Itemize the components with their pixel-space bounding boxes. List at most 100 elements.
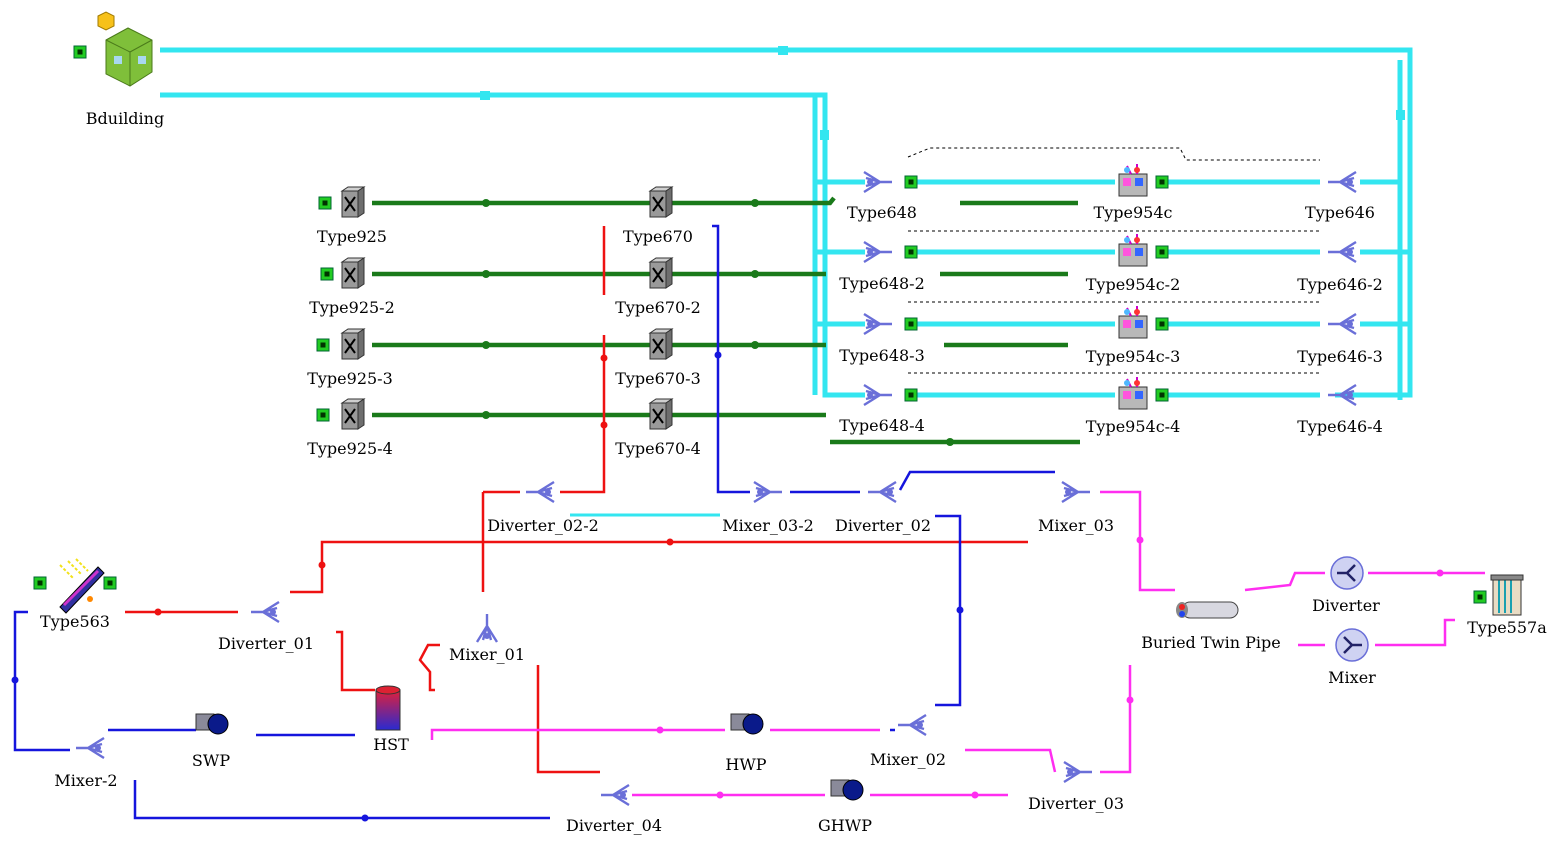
labels: Bduilding Type925 Type925-2 Type925-3 Ty… — [40, 109, 1547, 835]
mixer-round-icon[interactable] — [1335, 628, 1369, 662]
label-mixer-2: Mixer-2 — [54, 771, 117, 790]
label-diverter-01: Diverter_01 — [218, 634, 314, 653]
label-type648-3: Type648-3 — [839, 346, 925, 365]
type670-icon[interactable] — [649, 186, 673, 218]
label-diverter-04: Diverter_04 — [566, 816, 662, 835]
diverter-round-icon[interactable] — [1330, 556, 1364, 590]
label-type646-2: Type646-2 — [1297, 275, 1383, 294]
label-mixer-03-2: Mixer_03-2 — [722, 516, 814, 535]
label-bduilding: Bduilding — [86, 109, 164, 128]
type648-2-icon[interactable] — [862, 240, 894, 264]
building-port-icon — [73, 45, 87, 59]
label-diverter: Diverter — [1312, 596, 1380, 615]
type646-3-icon[interactable] — [1326, 312, 1358, 336]
mixer-02-icon[interactable] — [896, 713, 928, 737]
type954c-4-icon[interactable] — [1118, 376, 1148, 410]
type954c-icon[interactable] — [1118, 163, 1148, 197]
swp-pump-icon[interactable] — [195, 713, 229, 735]
type925-4-icon[interactable] — [341, 398, 365, 430]
label-buried-twin-pipe: Buried Twin Pipe — [1141, 633, 1281, 652]
type925-3-icon[interactable] — [341, 328, 365, 360]
label-type646: Type646 — [1305, 203, 1375, 222]
hwp-pump-icon[interactable] — [730, 713, 764, 735]
label-type648: Type648 — [847, 203, 917, 222]
diverter-03-icon[interactable] — [1062, 760, 1094, 784]
label-type954c-2: Type954c-2 — [1086, 275, 1181, 294]
magenta-network — [430, 490, 1485, 797]
buried-twin-pipe-icon[interactable] — [1176, 601, 1239, 619]
type563-port-in-icon — [33, 576, 47, 590]
label-type646-4: Type646-4 — [1297, 417, 1383, 436]
label-mixer-01: Mixer_01 — [449, 645, 525, 664]
label-type646-3: Type646-3 — [1297, 347, 1383, 366]
label-hst: HST — [373, 735, 409, 754]
type648-port-icon — [904, 175, 918, 189]
label-diverter-02: Diverter_02 — [835, 516, 931, 535]
label-type925: Type925 — [317, 227, 387, 246]
mixer-03-icon[interactable] — [1060, 480, 1092, 504]
type557a-port-icon — [1473, 590, 1487, 604]
label-type670: Type670 — [623, 227, 693, 246]
type925-icon[interactable] — [341, 186, 365, 218]
diverter-04-icon[interactable] — [599, 783, 631, 807]
control-lines — [907, 147, 1320, 374]
type954c-2-port-icon — [1155, 245, 1169, 259]
type925-4-port-icon — [316, 408, 330, 422]
label-type563: Type563 — [40, 612, 110, 631]
type925-port-icon — [318, 196, 332, 210]
diverter-02-2-icon[interactable] — [524, 480, 556, 504]
label-type925-4: Type925-4 — [307, 439, 393, 458]
label-type557a: Type557a — [1467, 618, 1547, 637]
type646-2-icon[interactable] — [1326, 240, 1358, 264]
type954c-port-icon — [1155, 175, 1169, 189]
type648-icon[interactable] — [862, 170, 894, 194]
type648-2-port-icon — [904, 245, 918, 259]
label-mixer-02: Mixer_02 — [870, 750, 946, 769]
type954c-2-icon[interactable] — [1118, 233, 1148, 267]
flow-markers — [11, 46, 1444, 822]
ghwp-pump-icon[interactable] — [830, 779, 864, 801]
diverter-01-icon[interactable] — [249, 600, 281, 624]
label-type648-4: Type648-4 — [839, 416, 925, 435]
label-swp: SWP — [192, 751, 230, 770]
label-diverter-02-2: Diverter_02-2 — [487, 516, 599, 535]
label-type954c-3: Type954c-3 — [1086, 347, 1181, 366]
label-type670-2: Type670-2 — [615, 298, 701, 317]
type925-2-icon[interactable] — [341, 257, 365, 289]
type563-port-out-icon — [103, 576, 117, 590]
label-diverter-03: Diverter_03 — [1028, 794, 1124, 813]
type648-3-icon[interactable] — [862, 312, 894, 336]
diverter-02-icon[interactable] — [866, 480, 898, 504]
type670-2-icon[interactable] — [649, 257, 673, 289]
label-type925-2: Type925-2 — [309, 298, 395, 317]
type648-4-icon[interactable] — [862, 383, 894, 407]
type925-3-port-icon — [316, 338, 330, 352]
type646-icon[interactable] — [1326, 170, 1358, 194]
red-network — [125, 226, 1028, 774]
type954c-3-port-icon — [1155, 317, 1169, 331]
type563-icon[interactable] — [59, 558, 105, 614]
type557a-icon[interactable] — [1490, 574, 1524, 616]
label-ghwp: GHWP — [818, 816, 872, 835]
type954c-3-icon[interactable] — [1118, 305, 1148, 339]
type646-4-icon[interactable] — [1326, 383, 1358, 407]
mixer-2-icon[interactable] — [74, 736, 106, 760]
label-type648-2: Type648-2 — [839, 274, 925, 293]
green-network — [372, 196, 1080, 445]
label-mixer: Mixer — [1328, 668, 1376, 687]
label-type954c: Type954c — [1094, 203, 1173, 222]
hst-icon[interactable] — [375, 685, 401, 731]
type670-3-icon[interactable] — [649, 328, 673, 360]
type670-4-icon[interactable] — [649, 398, 673, 430]
type648-3-port-icon — [904, 317, 918, 331]
label-type954c-4: Type954c-4 — [1086, 417, 1181, 436]
label-type670-4: Type670-4 — [615, 439, 701, 458]
mixer-03-2-icon[interactable] — [752, 480, 784, 504]
label-mixer-03: Mixer_03 — [1038, 516, 1114, 535]
type648-4-port-icon — [904, 388, 918, 402]
mixer-01-icon[interactable] — [475, 612, 499, 644]
cyan-network — [160, 47, 1413, 517]
building-icon[interactable] — [97, 11, 153, 87]
label-type925-3: Type925-3 — [307, 369, 393, 388]
